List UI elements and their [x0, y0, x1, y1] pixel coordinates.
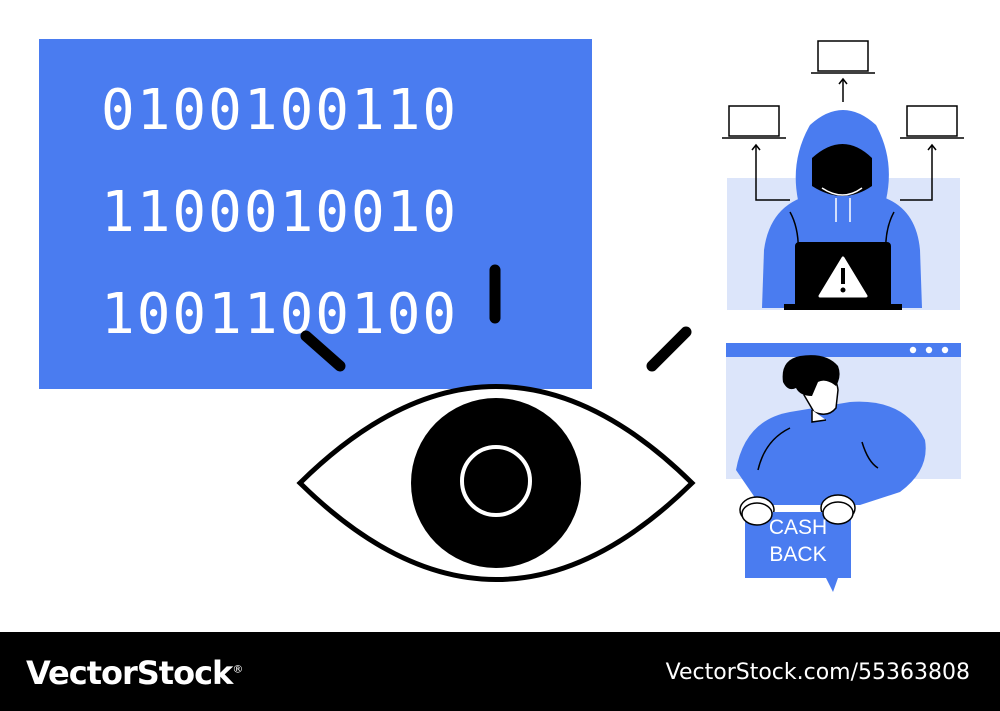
- browser-dots-icon: [909, 346, 949, 354]
- eye-ray: [646, 326, 692, 372]
- person-body: [736, 401, 926, 505]
- hacker-face-shadow: [812, 144, 872, 196]
- watermark-footer: VectorStock® VectorStock.com/55363808: [0, 632, 1000, 711]
- registered-mark: ®: [232, 662, 243, 676]
- eye-rays: [300, 264, 692, 372]
- eye-ray: [300, 330, 346, 372]
- binary-code-panel: 0100100110 1100010010 1001100100: [39, 39, 592, 389]
- image-id: VectorStock.com/55363808: [665, 660, 970, 685]
- laptop-icon: [722, 105, 786, 139]
- arrow-icon: [838, 77, 848, 102]
- vectorstock-logo: VectorStock®: [26, 654, 243, 692]
- person-figure: [736, 355, 926, 524]
- binary-row: 1100010010: [101, 180, 459, 245]
- logo-text: VectorStock: [26, 654, 233, 692]
- browser-title-bar: [726, 343, 961, 357]
- hacker-scene: [722, 40, 964, 310]
- cashback-sign: [745, 512, 851, 592]
- binary-row: 1001100100: [101, 282, 459, 347]
- arrow-icon: [900, 143, 937, 201]
- laptop-icon: [900, 105, 964, 139]
- cashback-label-line-1: CASH: [768, 516, 828, 539]
- eye-iris: [411, 398, 581, 568]
- laptop-icon: [811, 40, 875, 74]
- binary-row: 0100100110: [101, 78, 459, 143]
- eye-pupil-ring: [460, 445, 532, 517]
- arrow-icon: [751, 143, 790, 201]
- hacker-figure: [762, 110, 922, 310]
- warning-icon: [818, 256, 868, 298]
- eye-icon: [296, 384, 696, 582]
- cashback-label-line-2: BACK: [769, 543, 827, 566]
- person-hair: [782, 355, 840, 396]
- cashback-label: CASH BACK: [745, 514, 851, 568]
- cashback-scene: [726, 343, 961, 592]
